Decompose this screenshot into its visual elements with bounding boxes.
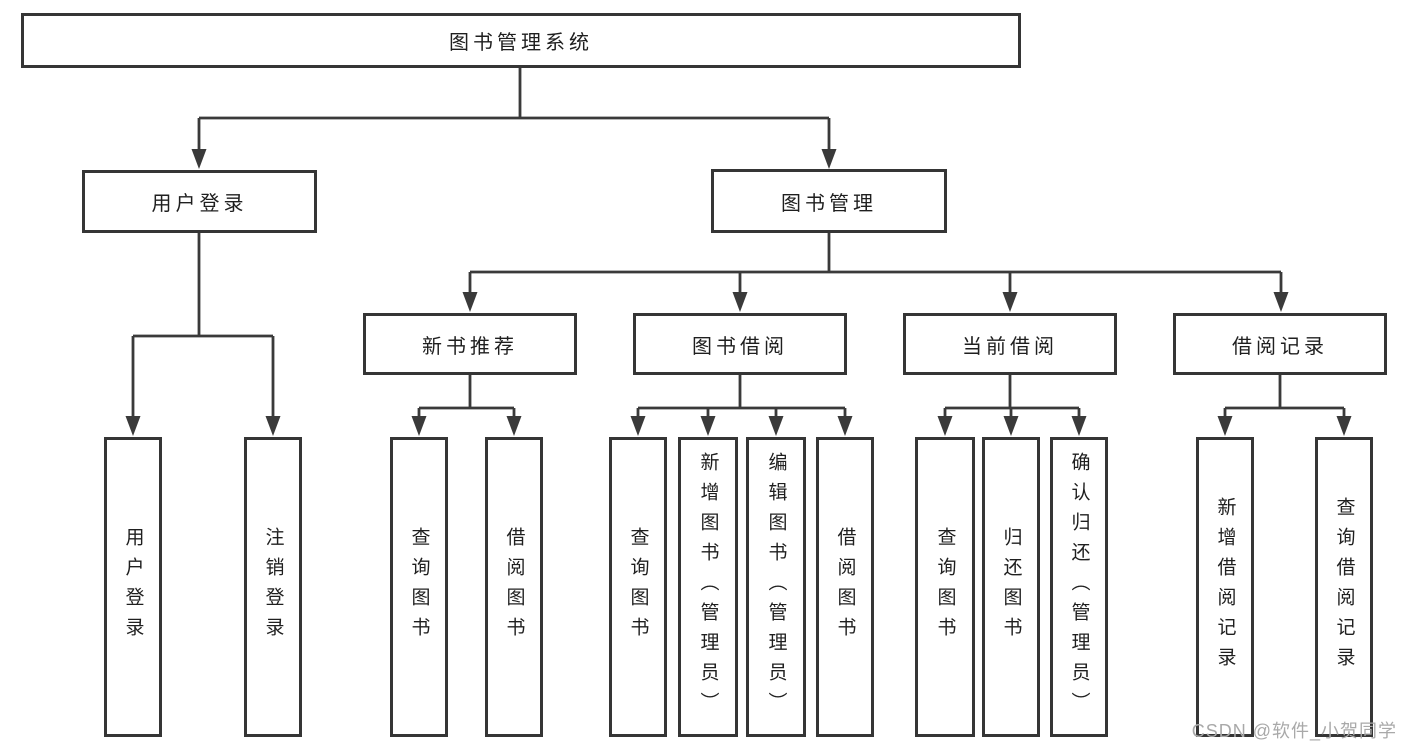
arrow-down-icon	[191, 149, 207, 169]
leaf-return-books: 归还图书	[982, 437, 1040, 737]
arrow-down-icon	[462, 292, 478, 312]
leaf-add-books-admin: 新增图书（管理员）	[678, 437, 738, 737]
node-root: 图书管理系统	[21, 13, 1021, 68]
connector-new-book-recommend-to-leaves	[411, 375, 522, 436]
leaf-query-books-current-label: 查询图书	[934, 527, 956, 647]
arrow-down-icon	[821, 149, 837, 169]
node-new-book-recommend: 新书推荐	[363, 313, 577, 375]
node-user-login: 用户登录	[82, 170, 317, 233]
connector-book-borrowing-to-leaves	[630, 375, 853, 436]
arrow-down-icon	[265, 416, 281, 436]
leaf-borrow-books-borrowing-label: 借阅图书	[834, 527, 856, 647]
leaf-logout-label: 注销登录	[262, 527, 284, 647]
leaf-borrow-books-borrowing: 借阅图书	[816, 437, 874, 737]
leaf-query-books-recommend: 查询图书	[390, 437, 448, 737]
leaf-edit-books-admin: 编辑图书（管理员）	[746, 437, 806, 737]
arrow-down-icon	[506, 416, 522, 436]
leaf-query-borrow-record-label: 查询借阅记录	[1333, 497, 1355, 677]
connector-root-to-level2	[191, 68, 837, 169]
leaf-user-login: 用户登录	[104, 437, 162, 737]
arrow-down-icon	[1336, 416, 1352, 436]
arrow-down-icon	[700, 416, 716, 436]
node-user-login-label: 用户登录	[151, 193, 248, 215]
leaf-confirm-return-admin-label: 确认归还（管理员）	[1068, 452, 1090, 722]
arrow-down-icon	[1071, 416, 1087, 436]
arrow-down-icon	[411, 416, 427, 436]
leaf-query-borrow-record: 查询借阅记录	[1315, 437, 1373, 737]
leaf-confirm-return-admin: 确认归还（管理员）	[1050, 437, 1108, 737]
arrow-down-icon	[1003, 416, 1019, 436]
leaf-query-books-borrowing: 查询图书	[609, 437, 667, 737]
leaf-add-books-admin-label: 新增图书（管理员）	[697, 452, 719, 722]
leaf-add-borrow-record-label: 新增借阅记录	[1214, 497, 1236, 677]
node-current-borrowing-label: 当前借阅	[962, 335, 1058, 358]
leaf-borrow-books-recommend: 借阅图书	[485, 437, 543, 737]
arrow-down-icon	[630, 416, 646, 436]
arrow-down-icon	[732, 292, 748, 312]
node-current-borrowing: 当前借阅	[903, 313, 1117, 375]
leaf-query-books-borrowing-label: 查询图书	[627, 527, 649, 647]
node-new-book-recommend-label: 新书推荐	[422, 335, 518, 358]
leaf-borrow-books-recommend-label: 借阅图书	[503, 527, 525, 647]
arrow-down-icon	[837, 416, 853, 436]
connector-user-login-to-leaves	[125, 233, 281, 436]
arrow-down-icon	[1002, 292, 1018, 312]
watermark: CSDN @软件_小贺同学	[1191, 721, 1397, 741]
node-book-borrowing: 图书借阅	[633, 313, 847, 375]
leaf-return-books-label: 归还图书	[1000, 527, 1022, 647]
leaf-query-books-current: 查询图书	[915, 437, 975, 737]
leaf-edit-books-admin-label: 编辑图书（管理员）	[765, 452, 787, 722]
node-book-borrowing-label: 图书借阅	[692, 335, 788, 358]
arrow-down-icon	[125, 416, 141, 436]
leaf-add-borrow-record: 新增借阅记录	[1196, 437, 1254, 737]
arrow-down-icon	[937, 416, 953, 436]
node-book-management: 图书管理	[711, 169, 947, 233]
arrow-down-icon	[1273, 292, 1289, 312]
arrow-down-icon	[1217, 416, 1233, 436]
leaf-logout: 注销登录	[244, 437, 302, 737]
leaf-user-login-label: 用户登录	[122, 527, 144, 647]
arrow-down-icon	[768, 416, 784, 436]
leaf-query-books-recommend-label: 查询图书	[408, 527, 430, 647]
node-root-label: 图书管理系统	[449, 32, 593, 54]
connector-book-management-to-level3	[462, 233, 1289, 312]
connector-borrowing-records-to-leaves	[1217, 375, 1352, 436]
node-book-management-label: 图书管理	[781, 192, 877, 215]
node-borrowing-records: 借阅记录	[1173, 313, 1387, 375]
node-borrowing-records-label: 借阅记录	[1232, 335, 1328, 358]
connector-current-borrowing-to-leaves	[937, 375, 1087, 436]
